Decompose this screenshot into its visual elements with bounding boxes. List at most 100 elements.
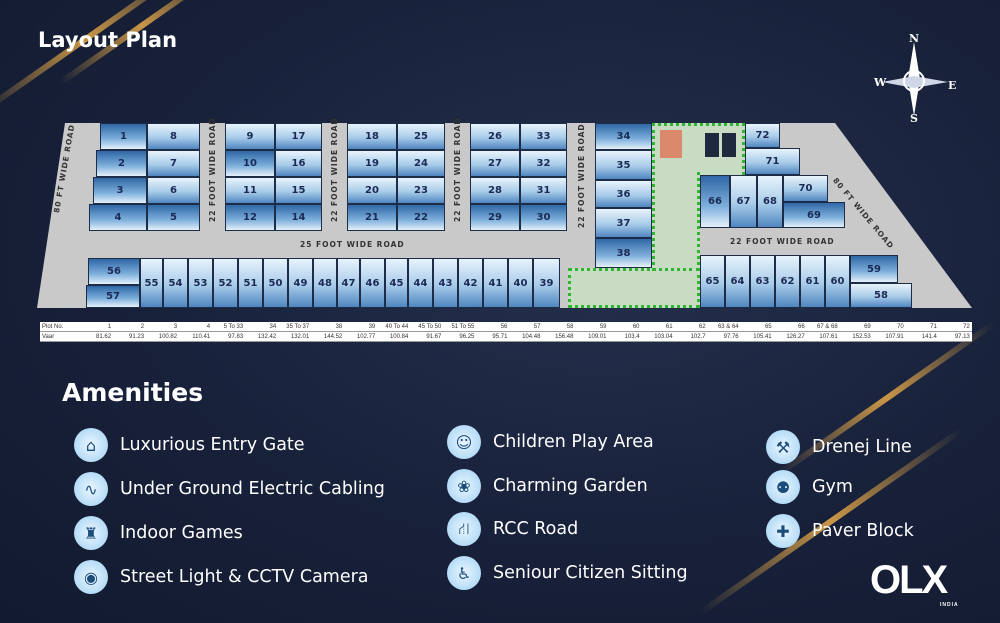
plot-4[interactable]: 4: [89, 204, 147, 231]
plot-29[interactable]: 29: [470, 204, 520, 231]
road-label: 22 FOOT WIDE ROAD: [453, 117, 462, 222]
road-label: 22 FOOT WIDE ROAD: [330, 117, 339, 222]
plot-70[interactable]: 70: [783, 175, 828, 202]
plot-21[interactable]: 21: [347, 204, 397, 231]
plot-34[interactable]: 34: [595, 123, 652, 150]
plot-52[interactable]: 52: [213, 258, 238, 308]
compass-s: S: [910, 112, 918, 125]
plot-3[interactable]: 3: [93, 177, 147, 204]
plot-69[interactable]: 69: [783, 202, 845, 228]
table-cell-vaar: 104.48: [522, 333, 541, 340]
plot-54[interactable]: 54: [163, 258, 188, 308]
plot-27[interactable]: 27: [470, 150, 520, 177]
plot-45[interactable]: 45: [385, 258, 408, 308]
table-cell-vaar: 100.82: [158, 333, 178, 340]
table-cell-plot: 60: [632, 323, 640, 330]
plot-57[interactable]: 57: [86, 285, 140, 308]
table-cell-plot: 5 To 33: [223, 323, 244, 330]
plot-20[interactable]: 20: [347, 177, 397, 204]
plot-9[interactable]: 9: [225, 123, 275, 150]
plot-59[interactable]: 59: [850, 255, 898, 283]
plot-42[interactable]: 42: [458, 258, 483, 308]
plot-37[interactable]: 37: [595, 208, 652, 238]
plot-40[interactable]: 40: [508, 258, 533, 308]
table-cell-vaar: 103.04: [654, 333, 673, 340]
plot-46[interactable]: 46: [360, 258, 385, 308]
plot-1[interactable]: 1: [100, 123, 147, 150]
garden-icon: ❀: [447, 469, 481, 503]
table-cell-vaar: 126.27: [786, 333, 805, 340]
plot-65[interactable]: 65: [700, 255, 725, 308]
plot-28[interactable]: 28: [470, 177, 520, 204]
plot-61[interactable]: 61: [800, 255, 825, 308]
plot-30[interactable]: 30: [520, 204, 567, 231]
plot-15[interactable]: 15: [275, 177, 322, 204]
plot-47[interactable]: 47: [337, 258, 360, 308]
plot-50[interactable]: 50: [263, 258, 288, 308]
plot-32[interactable]: 32: [520, 150, 567, 177]
plot-51[interactable]: 51: [238, 258, 263, 308]
plot-64[interactable]: 64: [725, 255, 750, 308]
plot-24[interactable]: 24: [397, 150, 445, 177]
plot-6[interactable]: 6: [147, 177, 200, 204]
plot-7[interactable]: 7: [147, 150, 200, 177]
plot-53[interactable]: 53: [188, 258, 213, 308]
plot-12[interactable]: 12: [225, 204, 275, 231]
table-cell-vaar: 107.91: [885, 333, 904, 340]
plot-49[interactable]: 49: [288, 258, 313, 308]
plot-68[interactable]: 68: [757, 175, 783, 228]
table-cell-vaar: 81.62: [96, 333, 112, 340]
plot-33[interactable]: 33: [520, 123, 567, 150]
plot-62[interactable]: 62: [775, 255, 800, 308]
plot-44[interactable]: 44: [408, 258, 433, 308]
plot-8[interactable]: 8: [147, 123, 200, 150]
plot-18[interactable]: 18: [347, 123, 397, 150]
amenity-item: ∿Under Ground Electric Cabling: [74, 472, 385, 506]
compass-w: W: [874, 76, 887, 89]
plot-10[interactable]: 10: [225, 150, 275, 177]
plot-16[interactable]: 16: [275, 150, 322, 177]
plot-17[interactable]: 17: [275, 123, 322, 150]
plot-5[interactable]: 5: [147, 204, 200, 231]
table-cell-vaar: 141.4: [921, 333, 937, 340]
plot-26[interactable]: 26: [470, 123, 520, 150]
plot-41[interactable]: 41: [483, 258, 508, 308]
plot-66[interactable]: 66: [700, 175, 730, 228]
plot-55[interactable]: 55: [140, 258, 163, 308]
table-cell-plot: 51 To 55: [451, 323, 475, 330]
plot-31[interactable]: 31: [520, 177, 567, 204]
table-cell-plot: 66: [798, 323, 805, 330]
plot-23[interactable]: 23: [397, 177, 445, 204]
plot-56[interactable]: 56: [88, 258, 140, 285]
plot-58[interactable]: 58: [850, 283, 912, 308]
plot-60[interactable]: 60: [825, 255, 850, 308]
plot-43[interactable]: 43: [433, 258, 458, 308]
amenity-label: Under Ground Electric Cabling: [120, 479, 385, 499]
plot-38[interactable]: 38: [595, 238, 652, 268]
plot-25[interactable]: 25: [397, 123, 445, 150]
plot-11[interactable]: 11: [225, 177, 275, 204]
table-header: Plot No.: [42, 323, 64, 330]
plot-39[interactable]: 39: [533, 258, 560, 308]
table-cell-vaar: 152.53: [852, 333, 871, 340]
plot-71[interactable]: 71: [745, 148, 800, 175]
table-cell-vaar: 132.01: [290, 333, 310, 340]
plot-35[interactable]: 35: [595, 150, 652, 180]
amenity-label: Luxurious Entry Gate: [120, 435, 305, 455]
logo-text: OLX: [870, 558, 948, 602]
plot-19[interactable]: 19: [347, 150, 397, 177]
plot-63[interactable]: 63: [750, 255, 775, 308]
plot-2[interactable]: 2: [96, 150, 147, 177]
table-cell-plot: 63 & 64: [717, 323, 739, 330]
plot-67[interactable]: 67: [730, 175, 757, 228]
cctv-icon: ◉: [74, 560, 108, 594]
table-cell-plot: 1: [107, 323, 112, 330]
plot-48[interactable]: 48: [313, 258, 337, 308]
table-cell-plot: 34: [269, 323, 277, 330]
amenity-item: ♿Seniour Citizen Sitting: [447, 556, 688, 590]
plot-22[interactable]: 22: [397, 204, 445, 231]
plot-36[interactable]: 36: [595, 180, 652, 208]
logo-sub: INDIA: [940, 602, 959, 608]
plot-72[interactable]: 72: [745, 123, 780, 148]
plot-14[interactable]: 14: [275, 204, 322, 231]
